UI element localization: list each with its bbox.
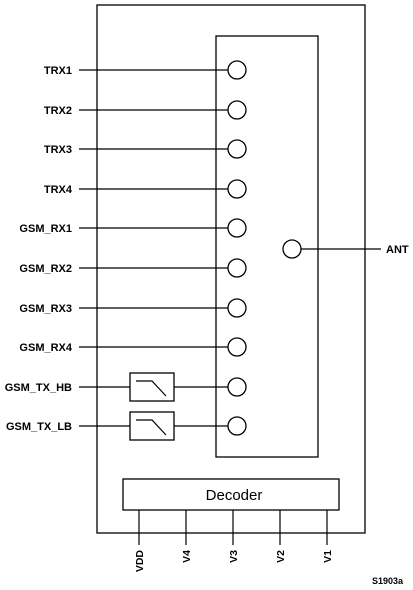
port-rows: TRX1TRX2TRX3TRX4GSM_RX1GSM_RX2GSM_RX3GSM…	[5, 60, 247, 436]
port-circle	[227, 377, 247, 397]
port-circle	[227, 218, 247, 238]
port-row: GSM_RX1	[19, 218, 247, 238]
port-row: GSM_RX4	[19, 337, 247, 357]
module-outline	[96, 4, 366, 534]
port-circle	[227, 298, 247, 318]
port-circle	[227, 139, 247, 159]
port-label: GSM_RX3	[19, 303, 72, 315]
port-row: GSM_RX2	[19, 258, 247, 278]
port-row: TRX1	[44, 60, 247, 80]
port-row: GSM_RX3	[19, 298, 247, 318]
port-circle	[227, 416, 247, 436]
control-pin-label: V4	[181, 550, 193, 563]
port-circle	[227, 337, 247, 357]
decoder-box	[122, 478, 340, 511]
port-row: GSM_TX_LB	[6, 416, 247, 436]
control-pin-label: V1	[322, 550, 334, 563]
port-circle	[227, 60, 247, 80]
filter-group	[129, 372, 175, 441]
port-circle	[227, 100, 247, 120]
port-label: GSM_RX4	[19, 342, 72, 354]
port-row: GSM_TX_HB	[5, 377, 247, 397]
port-row: TRX3	[44, 139, 247, 159]
port-circle	[227, 179, 247, 199]
port-row: TRX2	[44, 100, 247, 120]
control-pin-label: V2	[275, 550, 287, 563]
control-pin-label: V3	[228, 550, 240, 563]
port-label: TRX1	[44, 65, 72, 77]
low-pass-filter	[129, 372, 175, 402]
low-pass-filter	[129, 411, 175, 441]
port-label: GSM_TX_HB	[5, 382, 72, 394]
control-pins: VDD V4 V3 V2 V1	[134, 510, 334, 572]
port-label: GSM_RX1	[19, 223, 72, 235]
port-label: TRX4	[44, 184, 73, 196]
switch-block	[215, 35, 319, 458]
port-label: TRX3	[44, 144, 72, 156]
port-circle	[227, 258, 247, 278]
control-pin-label: VDD	[134, 550, 146, 573]
figure-ref: S1903a	[372, 576, 404, 586]
antenna-label: ANT	[386, 244, 409, 256]
port-label: TRX2	[44, 105, 72, 117]
port-label: GSM_TX_LB	[6, 421, 72, 433]
decoder-label: Decoder	[206, 487, 263, 504]
port-row: TRX4	[44, 179, 247, 199]
antenna-port-circle	[282, 239, 302, 259]
port-label: GSM_RX2	[19, 263, 72, 275]
